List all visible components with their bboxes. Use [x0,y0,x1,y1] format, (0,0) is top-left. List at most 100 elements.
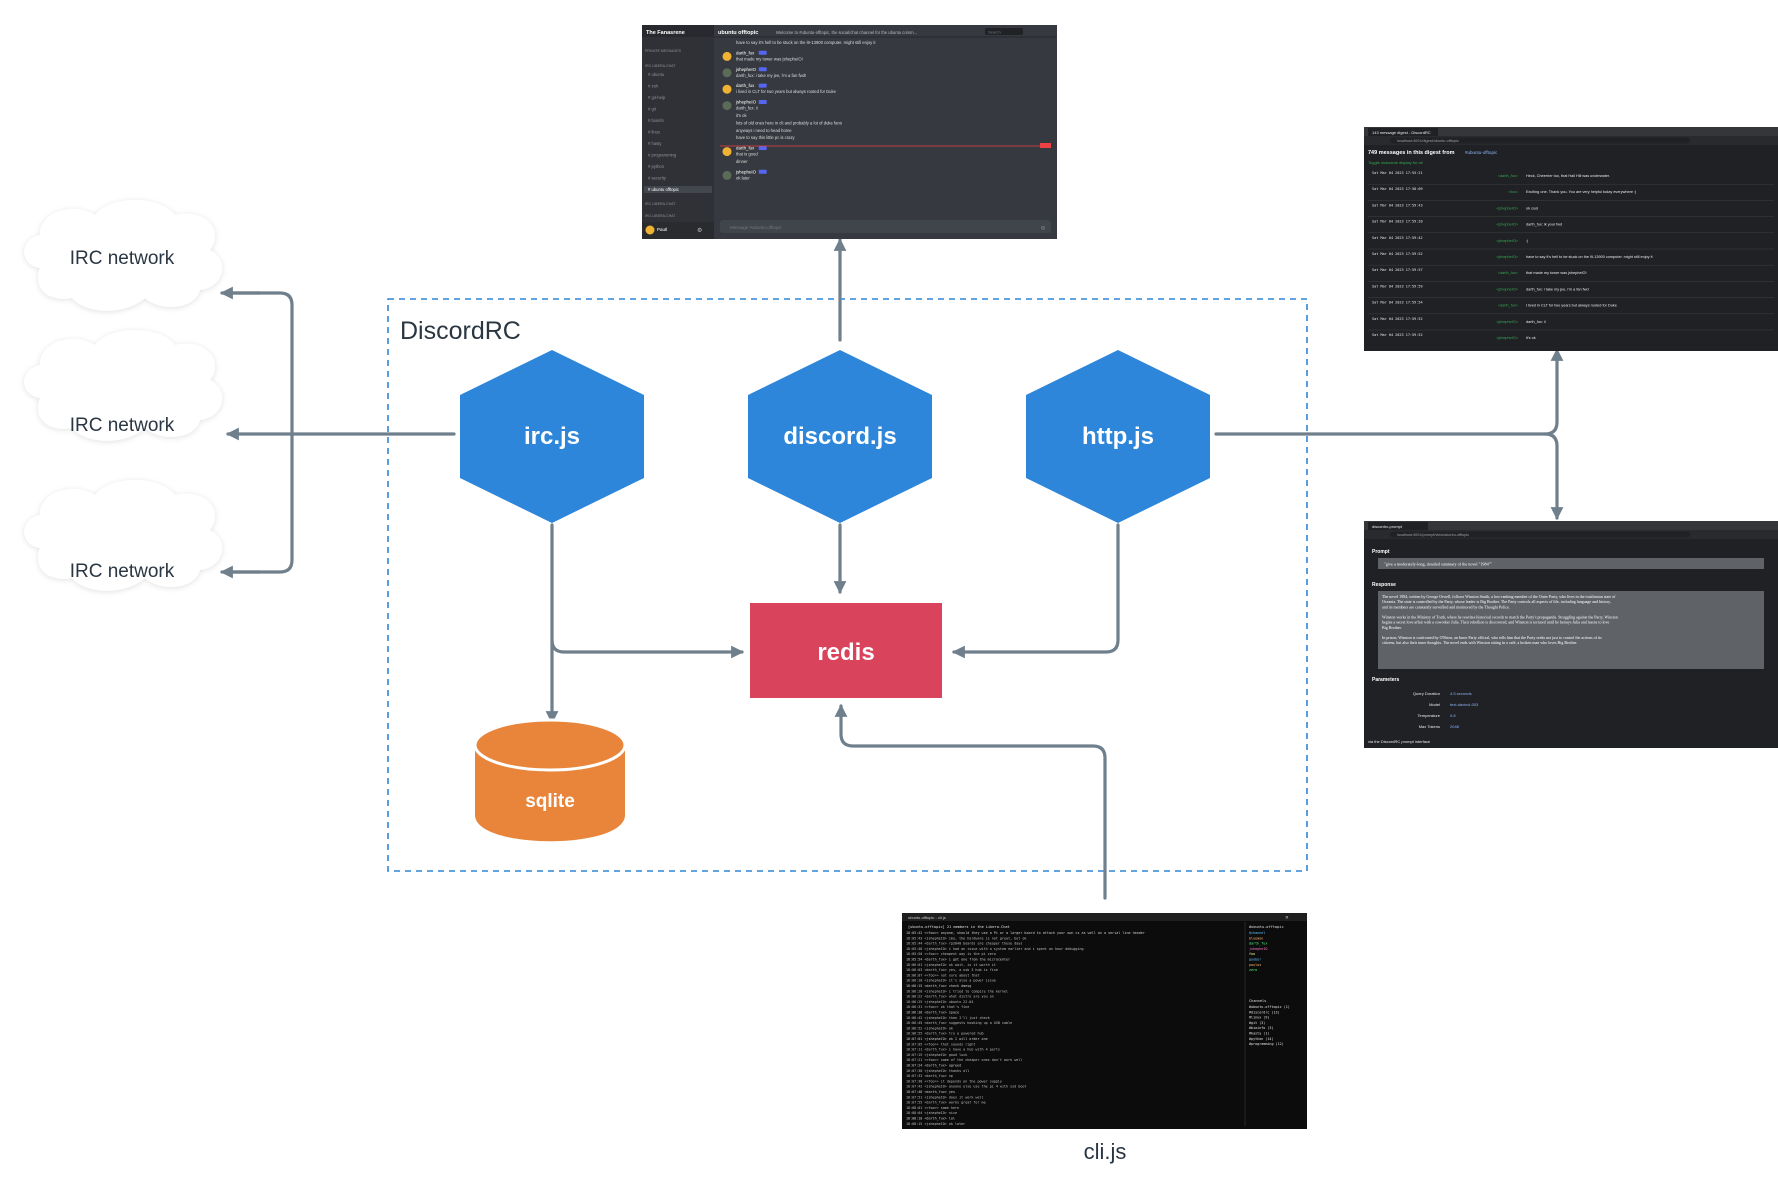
digest-row-date: Sat Mar 04 2023 17:59:59 [1372,284,1423,288]
digest-row-nick[interactable]: <jshepheIO> [1496,336,1519,340]
message-author[interactable]: jshepheIO [735,169,757,174]
terminal-line: 18:06:03 <darth_fux> yes, a usb 3 hub is… [906,968,998,972]
digest-row-nick[interactable]: <darth_fux> [1498,174,1519,178]
terminal-line: 18:06:55 <darth_fux> try a powered hub [906,1032,984,1036]
bot-badge [758,67,767,72]
bot-badge [758,169,767,174]
nicklist-item[interactable]: goober [1249,958,1261,962]
digest-toggle-link[interactable]: Toggle nickname display for all [1368,160,1423,165]
message-author[interactable]: darth_fux [736,146,755,151]
message-author[interactable]: jshepheIO [735,67,757,72]
message-avatar[interactable] [722,84,732,94]
digest-row-nick[interactable]: <foo> [1508,190,1518,194]
irc-network-label: IRC network [70,248,175,269]
message-avatar[interactable] [722,101,732,111]
nicklist-item[interactable]: zero [1249,968,1257,972]
digest-row-nick[interactable]: <jshepheIO> [1496,223,1519,227]
discord-channel-item[interactable]: # security [648,176,667,181]
terminal-line: 18:07:24 <darth_fux> agreed [906,1064,961,1068]
terminal-line: 18:07:55 <darth_fux> works great for me [906,1101,986,1105]
terminal-line: 18:07:33 <darth_fux> np [906,1074,953,1078]
message-avatar[interactable] [722,51,732,61]
digest-row-nick[interactable]: <jshepheIO> [1496,206,1519,210]
prompt-box [1378,558,1764,569]
discord-user-name: Pautl [657,227,667,232]
terminal-line: 18:06:42 <jshepheIO> then I'll just chec… [906,1016,990,1020]
digest-row-text: have to say it's hell to be stuck on the… [1526,255,1653,259]
discord-server-name: The Fanasrene [646,30,685,36]
terminal-line: 18:07:51 <jshepheIO> does it work well [906,1095,984,1099]
digest-row-nick[interactable]: <jshepheIO> [1496,287,1519,291]
discord-sidebar-section[interactable]: IRC.LIBERA.CHAT [645,64,676,68]
digest-row-nick[interactable]: <darth_fux> [1498,304,1519,308]
user-controls-icon[interactable]: ⚙ [697,227,702,234]
nicklist-item[interactable]: jshepheIO [1249,947,1267,951]
channel-list-item[interactable]: #hasty (1) [1249,1032,1269,1036]
parameters-label: Parameters [1372,677,1399,683]
terminal-line: 18:07:11 <darth_fux> i have a hub with 4… [906,1048,1000,1052]
emoji-icon[interactable]: ☺ [1040,226,1046,232]
prompt-screenshot: discordrc-prompt localhost:4001/prompt/v… [1364,521,1778,748]
discord-channel-item[interactable]: # ubuntu [648,72,665,77]
terminal-close-icon[interactable]: ✕ [1285,915,1289,920]
channel-list-item[interactable]: #bioinfo (3) [1249,1026,1274,1030]
channel-list-item[interactable]: #linux (9) [1249,1016,1269,1020]
channel-list-item[interactable]: #programming (12) [1249,1042,1284,1046]
discord-search-input[interactable] [985,28,1023,35]
channel-list-item[interactable]: #discordrc (13) [1249,1010,1280,1014]
arrow-http-to-redis [952,523,1120,659]
digest-row-nick[interactable]: <jshepheIO> [1496,255,1519,259]
message-text: lots of old ones here in clt and probabl… [736,120,842,125]
parameter-key: Temperature [1418,713,1441,718]
digest-row-nick[interactable]: <jshepheIO> [1496,320,1519,324]
digest-tab[interactable] [1368,128,1438,136]
arrow-http-to-prompt [1543,432,1564,520]
discord-message-input[interactable] [720,220,1051,233]
digest-row-date: Sat Mar 04 2023 17:59:52 [1372,252,1423,256]
message-author[interactable]: jshepheIO [735,100,757,105]
discord-channel-item[interactable]: # programming [648,153,677,158]
prompt-url-bar[interactable] [1390,531,1690,538]
channel-list-item[interactable]: #python (14) [1249,1037,1274,1041]
terminal-line: 18:06:52 <jshepheIO> ok [906,1026,953,1030]
nicklist-item[interactable]: paulos [1249,963,1261,967]
redis-node: redis [750,603,942,698]
nicklist-item[interactable]: foo [1249,952,1255,956]
terminal-line: 18:06:31 <<foo>> ok that's fine [906,1005,969,1009]
digest-row-text: that made my tower was jshepheIO! [1526,271,1587,275]
discord-channel-item[interactable]: # python [648,164,665,169]
terminal-line: 18:07:05 <<foo>> that sounds right [906,1042,975,1046]
message-avatar[interactable] [722,170,732,180]
arrow-http-to-digest [1214,348,1564,436]
discord-channel-item[interactable]: # git-help [648,95,666,100]
digest-url-bar[interactable] [1390,137,1690,144]
channel-list-item[interactable]: #ubuntu-offtopic (1) [1249,1005,1290,1009]
discord-channel-item[interactable]: # bioinfo [648,118,665,123]
nicklist-item[interactable]: darth_fux [1249,942,1267,946]
nicklist-item[interactable]: @channel [1249,931,1265,935]
discord-channel-item[interactable]: # ubuntu offtopic [648,187,679,192]
message-author[interactable]: darth_fux [736,50,755,55]
prompt-tab[interactable] [1368,522,1428,530]
discord-channel-item[interactable]: # zsh [648,84,659,89]
digest-row-text: ok cool [1526,206,1538,210]
digest-row-nick[interactable]: <jshepheIO> [1496,239,1519,243]
discord-sidebar-section[interactable]: IRC.LIBERA.CHAT [645,202,676,206]
discord-message-list: have to say it's hell to be stuck on the… [722,40,876,180]
message-author[interactable]: darth_fux [736,83,755,88]
discord-channel-name: ubuntu offtopic [718,30,758,36]
digest-row-nick[interactable]: <darth_fux> [1498,271,1519,275]
message-avatar[interactable] [722,147,732,157]
discord-channel-item[interactable]: # git [648,107,657,112]
discord-sidebar-section[interactable]: PRIVATE MESSAGES [645,49,682,53]
discord-channel-item[interactable]: # linux [648,130,661,135]
message-avatar[interactable] [722,68,732,78]
terminal-line: 18:06:10 <jshepheIO> it's also a power i… [906,979,996,983]
discord-channel-item[interactable]: # hasty [648,141,662,146]
nicklist-item[interactable]: bluemon [1249,936,1263,940]
parameter-value: 4.5 seconds [1450,691,1472,696]
discord-sidebar-section[interactable]: IRC.LIBERA.CHAT [645,214,676,218]
terminal-line: 18:08:10 <darth_fux> lol [906,1117,955,1121]
channel-list-item[interactable]: #git (3) [1249,1021,1265,1025]
